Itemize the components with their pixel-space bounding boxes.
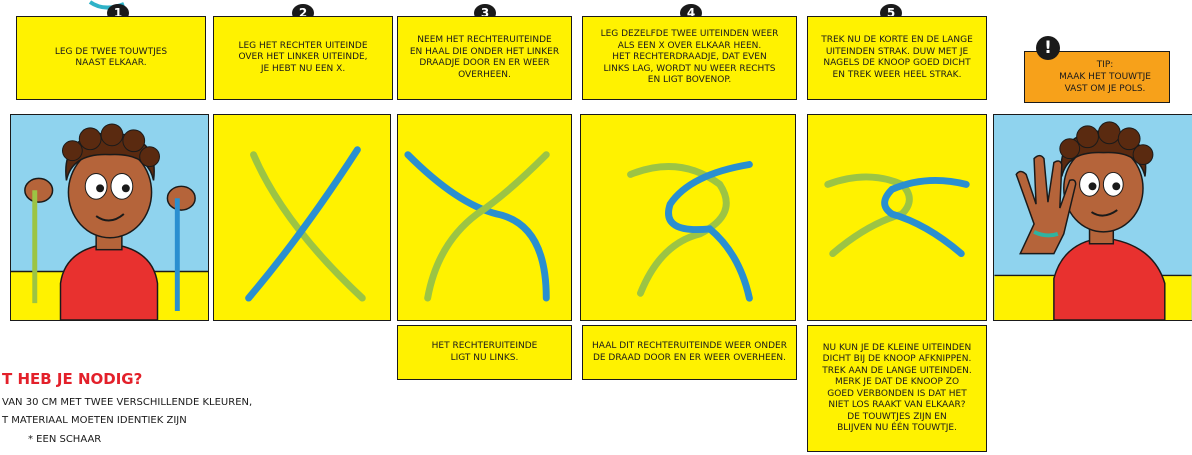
step-1-instruction: LEG DE TWEE TOUWTJES NAAST ELKAAR. (16, 16, 206, 100)
step-3-note: HET RECHTERUITEINDE LIGT NU LINKS. (397, 325, 572, 380)
step-3-rope-illustration (397, 114, 572, 321)
step-4-rope-illustration (580, 114, 796, 321)
step-4-instruction: LEG DEZELFDE TWEE UITEINDEN WEER ALS EEN… (582, 16, 797, 100)
materials-line: VAN 30 CM MET TWEE VERSCHILLENDE KLEUREN… (2, 397, 252, 408)
step-4-note: HAAL DIT RECHTERUITEINDE WEER ONDER DE D… (582, 325, 797, 380)
exclamation-icon: ! (1036, 36, 1060, 60)
step-2-rope-illustration (213, 114, 391, 321)
step-3-instruction: NEEM HET RECHTERUITEINDE EN HAAL DIE OND… (397, 16, 572, 100)
step-5-rope-illustration (807, 114, 987, 321)
kid-waving-illustration (993, 114, 1192, 321)
materials-title: T HEB JE NODIG? (2, 370, 142, 388)
kid-holding-ropes-illustration (10, 114, 209, 321)
materials-line: * EEN SCHAAR (28, 434, 101, 445)
step-2-instruction: LEG HET RECHTER UITEINDE OVER HET LINKER… (213, 16, 393, 100)
step-5-instruction: TREK NU DE KORTE EN DE LANGE UITEINDEN S… (807, 16, 987, 100)
step-5-note: NU KUN JE DE KLEINE UITEINDEN DICHT BIJ … (807, 325, 987, 452)
materials-line: T MATERIAAL MOETEN IDENTIEK ZIJN (2, 415, 187, 426)
